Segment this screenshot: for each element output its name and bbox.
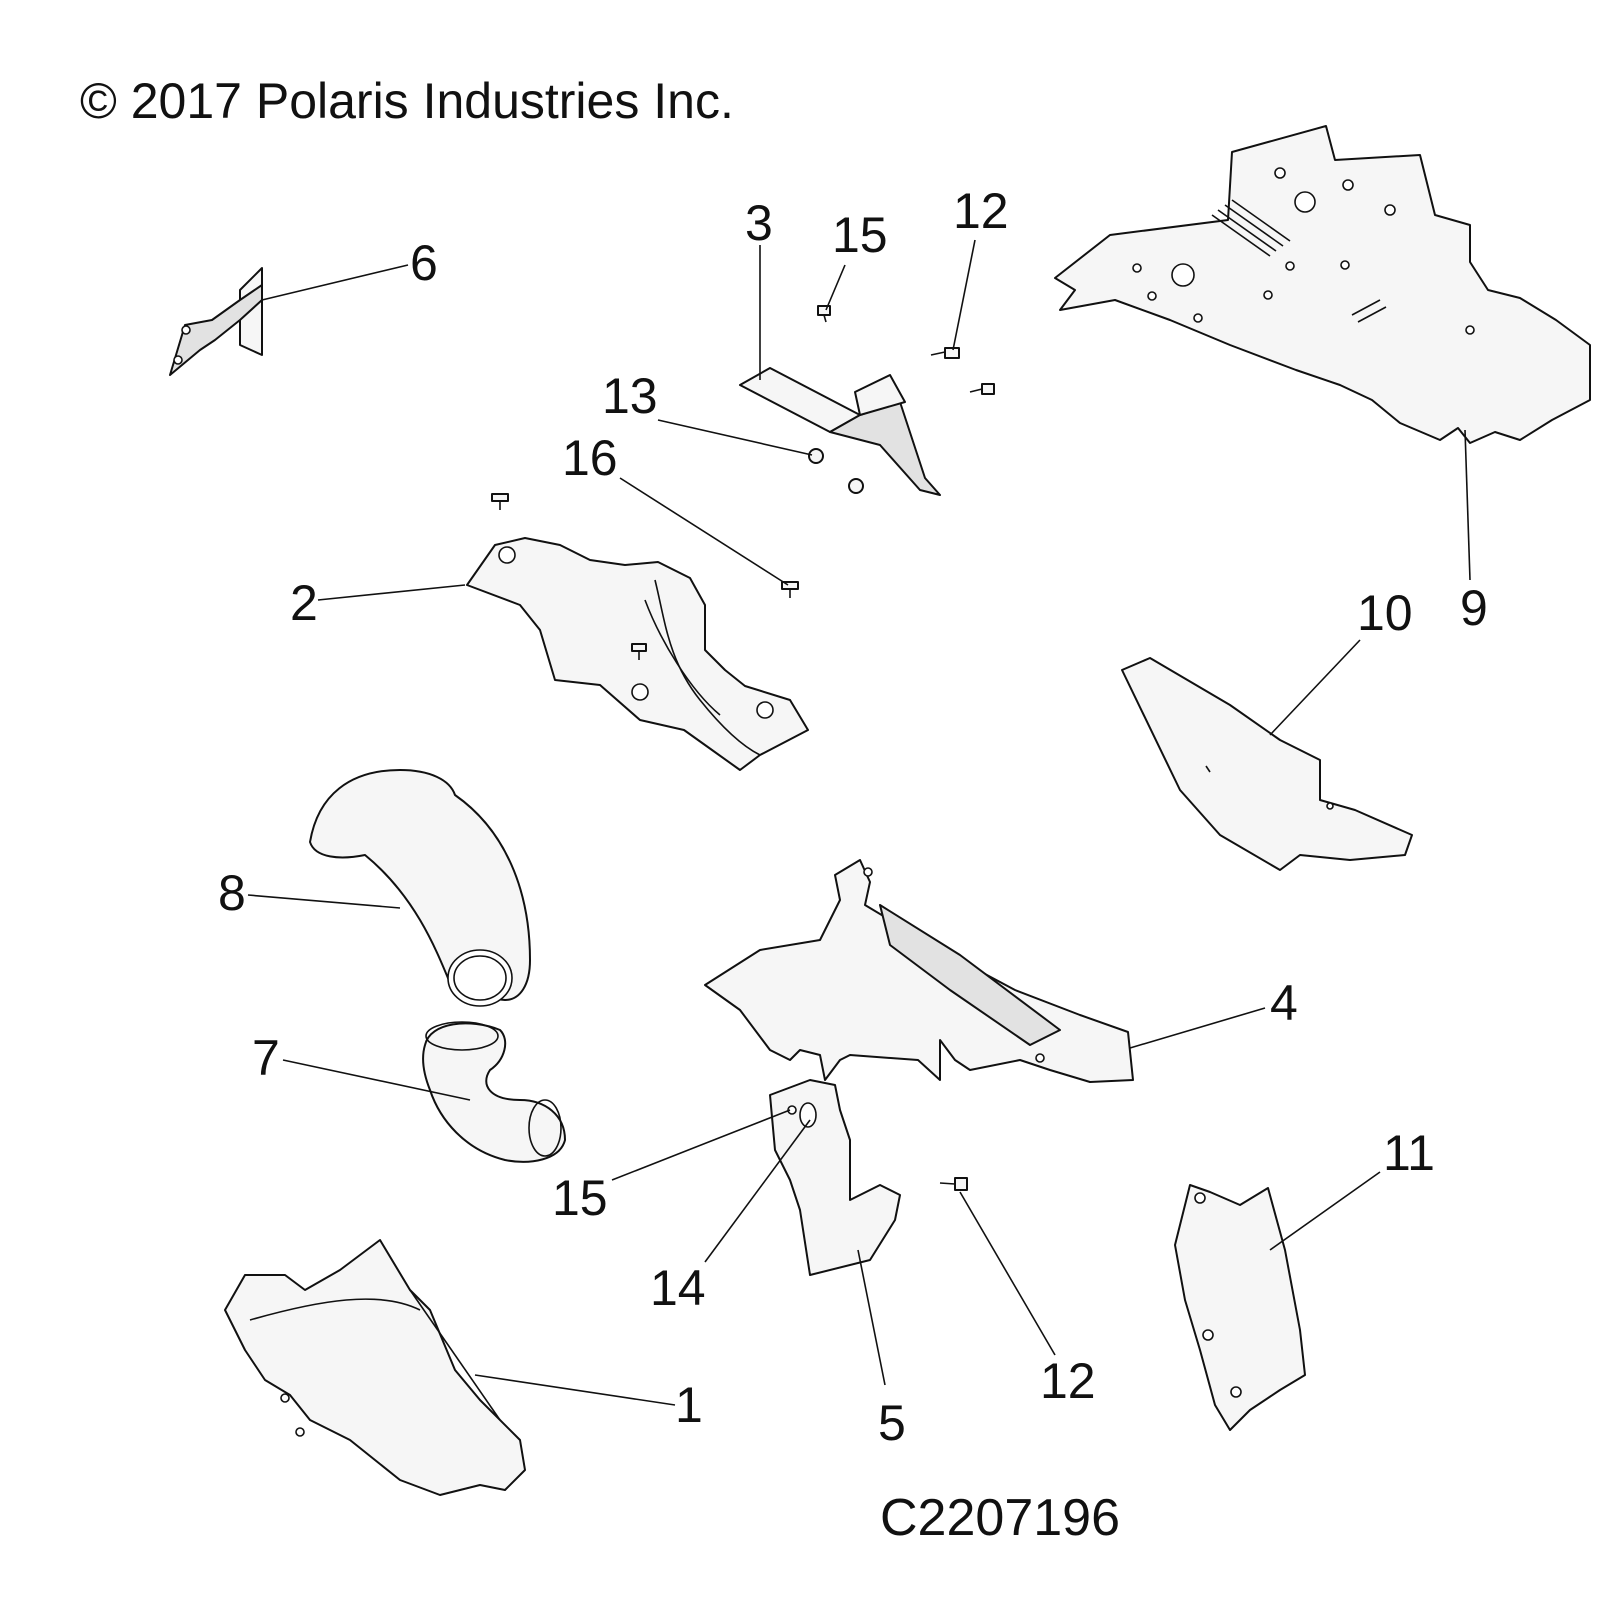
part-10-panel — [1121, 657, 1413, 871]
part-8-intake-duct — [309, 769, 531, 1007]
fastener-15-top — [817, 305, 831, 323]
callout-2: 2 — [290, 575, 318, 631]
callout-12-top: 12 — [953, 183, 1009, 239]
part-7-elbow-duct — [422, 1021, 566, 1163]
callout-16: 16 — [562, 430, 618, 486]
fastener-16-a — [491, 493, 509, 510]
fastener-12-top-a — [930, 347, 960, 359]
callout-15-bottom: 15 — [552, 1170, 608, 1226]
part-4-shield — [704, 859, 1134, 1083]
part-6-bracket — [169, 267, 263, 376]
callout-1: 1 — [675, 1377, 703, 1433]
fastener-13-a — [808, 448, 824, 464]
part-1-lower-shroud — [224, 1239, 526, 1496]
callout-5: 5 — [878, 1395, 906, 1451]
fastener-16-b — [781, 581, 799, 598]
part-3-bracket — [739, 367, 941, 496]
fastener-12-top-b — [969, 383, 995, 395]
fastener-12-bottom — [939, 1177, 968, 1191]
part-11-side-panel — [1174, 1184, 1306, 1431]
part-9-skid-plate — [1054, 125, 1591, 444]
callout-4: 4 — [1270, 975, 1298, 1031]
leader-lines — [247, 239, 1471, 1406]
copyright-notice: © 2017 Polaris Industries Inc. — [80, 73, 734, 129]
part-2-heat-shield — [466, 537, 809, 771]
callout-7: 7 — [252, 1030, 280, 1086]
part-5-bracket — [769, 1079, 901, 1276]
callout-13: 13 — [602, 368, 658, 424]
callout-8: 8 — [218, 865, 246, 921]
callout-9: 9 — [1460, 580, 1488, 636]
callout-15-top: 15 — [832, 207, 888, 263]
callout-6: 6 — [410, 235, 438, 291]
drawing-code: C2207196 — [880, 1489, 1120, 1547]
fastener-13-b — [848, 478, 864, 494]
callout-10: 10 — [1357, 585, 1413, 641]
callout-14: 14 — [650, 1260, 706, 1316]
callout-11: 11 — [1383, 1125, 1435, 1181]
callout-3: 3 — [745, 195, 773, 251]
callout-12-bottom: 12 — [1040, 1353, 1096, 1409]
